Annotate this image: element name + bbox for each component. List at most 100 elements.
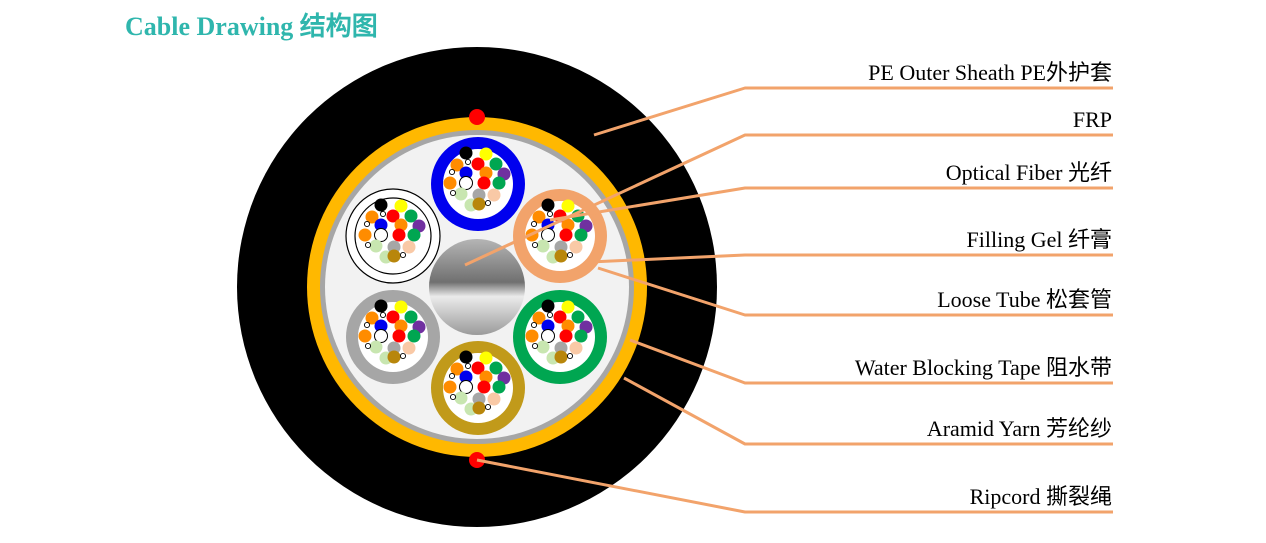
optical-fiber (532, 210, 546, 224)
optical-fiber (459, 176, 473, 190)
optical-fiber (561, 218, 575, 232)
optical-fiber (374, 299, 388, 313)
optical-fiber (569, 240, 583, 254)
optical-fiber (479, 166, 493, 180)
optical-fiber (561, 319, 575, 333)
page-title: Cable Drawing 结构图 (125, 12, 378, 41)
optical-fiber (574, 228, 588, 242)
optical-fiber (459, 380, 473, 394)
optical-fiber (374, 228, 388, 242)
fiber-marker (530, 220, 538, 228)
optical-fiber (541, 198, 555, 212)
optical-fiber (358, 228, 372, 242)
optical-fiber (471, 361, 485, 375)
optical-fiber (559, 228, 573, 242)
optical-fiber (492, 176, 506, 190)
ripcord-top (469, 109, 485, 125)
optical-fiber (541, 329, 555, 343)
leader-line-optical-fiber (549, 186, 1113, 222)
optical-fiber (454, 391, 468, 405)
fiber-marker (484, 199, 492, 207)
fiber-marker (449, 393, 457, 401)
optical-fiber (489, 157, 503, 171)
fiber-marker (566, 352, 574, 360)
optical-fiber (392, 228, 406, 242)
leader-line-aramid-yarn (623, 376, 1113, 446)
optical-fiber (387, 240, 401, 254)
optical-fiber (489, 361, 503, 375)
optical-fiber (394, 218, 408, 232)
optical-fiber (387, 341, 401, 355)
fiber-marker (448, 168, 456, 176)
optical-fiber (472, 197, 486, 211)
optical-fiber (574, 329, 588, 343)
fiber-marker (379, 210, 387, 218)
leader-line-loose-tube (597, 266, 1113, 317)
fiber-marker (531, 241, 539, 249)
optical-fiber (541, 319, 555, 333)
optical-fiber (407, 228, 421, 242)
fiber-marker (363, 321, 371, 329)
optical-fiber (559, 329, 573, 343)
optical-fiber (479, 351, 493, 365)
optical-fiber (402, 341, 416, 355)
optical-fiber (554, 341, 568, 355)
optical-fiber (459, 166, 473, 180)
leader-line-filling-gel (589, 253, 1113, 264)
fiber-marker (399, 251, 407, 259)
label-loose-tube: Loose Tube 松套管 (937, 287, 1112, 312)
label-filling-gel: Filling Gel 纤膏 (967, 227, 1112, 252)
optical-fiber (477, 380, 491, 394)
optical-fiber (479, 147, 493, 161)
optical-fiber (561, 300, 575, 314)
optical-fiber (374, 218, 388, 232)
optical-fiber (387, 350, 401, 364)
optical-fiber (536, 239, 550, 253)
optical-fiber (374, 198, 388, 212)
fiber-marker (448, 372, 456, 380)
optical-fiber (492, 380, 506, 394)
optical-fiber (554, 350, 568, 364)
optical-fiber (541, 228, 555, 242)
optical-fiber (569, 341, 583, 355)
fiber-marker (546, 311, 554, 319)
frp-strength-member (429, 239, 525, 335)
optical-fiber (459, 350, 473, 364)
optical-fiber (472, 188, 486, 202)
optical-fiber (553, 310, 567, 324)
fiber-marker (363, 220, 371, 228)
optical-fiber (386, 209, 400, 223)
optical-fiber (561, 199, 575, 213)
label-frp: FRP (1073, 107, 1112, 132)
optical-fiber (471, 157, 485, 171)
optical-fiber (369, 340, 383, 354)
leader-line-pe-outer-sheath (593, 86, 1113, 137)
optical-fiber (374, 319, 388, 333)
optical-fiber (472, 392, 486, 406)
optical-fiber (487, 392, 501, 406)
fiber-marker (484, 403, 492, 411)
optical-fiber (387, 249, 401, 263)
optical-fiber (369, 239, 383, 253)
optical-fiber (443, 176, 457, 190)
label-water-blocking-tape: Water Blocking Tape 阻水带 (855, 355, 1112, 380)
optical-fiber (571, 310, 585, 324)
optical-fiber (541, 299, 555, 313)
fiber-marker (449, 189, 457, 197)
optical-fiber (365, 210, 379, 224)
optical-fiber (394, 199, 408, 213)
leader-line-water-blocking-tape (629, 338, 1113, 385)
label-ripcord: Ripcord 撕裂绳 (970, 484, 1112, 509)
fiber-marker (566, 251, 574, 259)
label-aramid-yarn: Aramid Yarn 芳纶纱 (927, 416, 1112, 441)
optical-fiber (536, 340, 550, 354)
fiber-marker (530, 321, 538, 329)
optical-fiber (454, 187, 468, 201)
fiber-marker (464, 362, 472, 370)
optical-fiber (358, 329, 372, 343)
optical-fiber (459, 370, 473, 384)
optical-fiber (394, 319, 408, 333)
label-optical-fiber: Optical Fiber 光纤 (946, 160, 1112, 185)
optical-fiber (386, 310, 400, 324)
